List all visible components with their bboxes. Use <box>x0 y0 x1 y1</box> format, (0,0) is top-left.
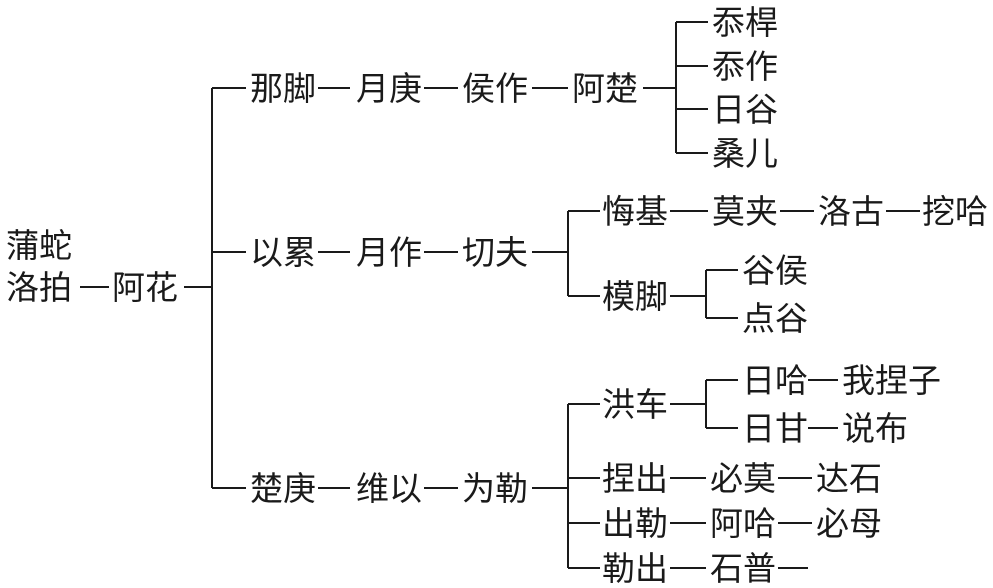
connector-lines <box>80 21 920 569</box>
node-chugeng: 楚庚 <box>250 469 316 508</box>
node-waha: 挖哈 <box>922 192 988 231</box>
node-root-line2: 洛拍 <box>6 268 72 307</box>
name-nodes: 蒲蛇 洛拍 阿花 那脚 月庚 侯作 阿楚 忝桿 忝作 日谷 桑儿 以累 月作 切… <box>6 3 988 588</box>
node-woniezi: 我捏子 <box>842 361 941 400</box>
node-aha: 阿哈 <box>710 504 776 543</box>
node-yilei: 以累 <box>250 233 316 272</box>
node-mojiao: 模脚 <box>602 277 668 316</box>
node-riha: 日哈 <box>742 361 808 400</box>
node-shipu: 石普 <box>710 549 776 588</box>
node-root-line1: 蒲蛇 <box>6 226 72 265</box>
node-rigan: 日甘 <box>742 409 808 448</box>
node-leaf-tiankan: 忝桿 <box>712 3 778 42</box>
node-achu: 阿楚 <box>572 69 638 108</box>
node-guhou: 谷侯 <box>742 251 808 290</box>
node-shuobu: 说布 <box>842 409 908 448</box>
node-leaf-rigu: 日谷 <box>712 90 778 129</box>
node-najiao: 那脚 <box>250 69 316 108</box>
node-luogu: 洛古 <box>818 192 884 231</box>
node-weiyi: 维以 <box>356 469 422 508</box>
node-niechu: 捏出 <box>602 459 668 498</box>
node-huiji: 悔基 <box>602 192 668 231</box>
node-diangu: 点谷 <box>742 299 808 338</box>
node-weile: 为勒 <box>462 469 528 508</box>
node-hongche: 洪车 <box>602 385 668 424</box>
node-yuezuo: 月作 <box>356 233 422 272</box>
node-lechu: 勒出 <box>602 549 668 588</box>
node-dashi: 达石 <box>816 459 882 498</box>
node-houzuo: 侯作 <box>462 69 528 108</box>
node-leaf-sanger: 桑儿 <box>712 134 778 173</box>
node-leaf-tianzuo: 忝作 <box>712 47 778 86</box>
node-bimo: 必莫 <box>710 459 776 498</box>
node-chule: 出勒 <box>602 504 668 543</box>
node-mojia: 莫夹 <box>712 192 778 231</box>
node-yuegeng: 月庚 <box>356 69 422 108</box>
node-bimu: 必母 <box>816 504 882 543</box>
node-qiefu: 切夫 <box>462 233 528 272</box>
node-ahua: 阿花 <box>112 268 178 307</box>
